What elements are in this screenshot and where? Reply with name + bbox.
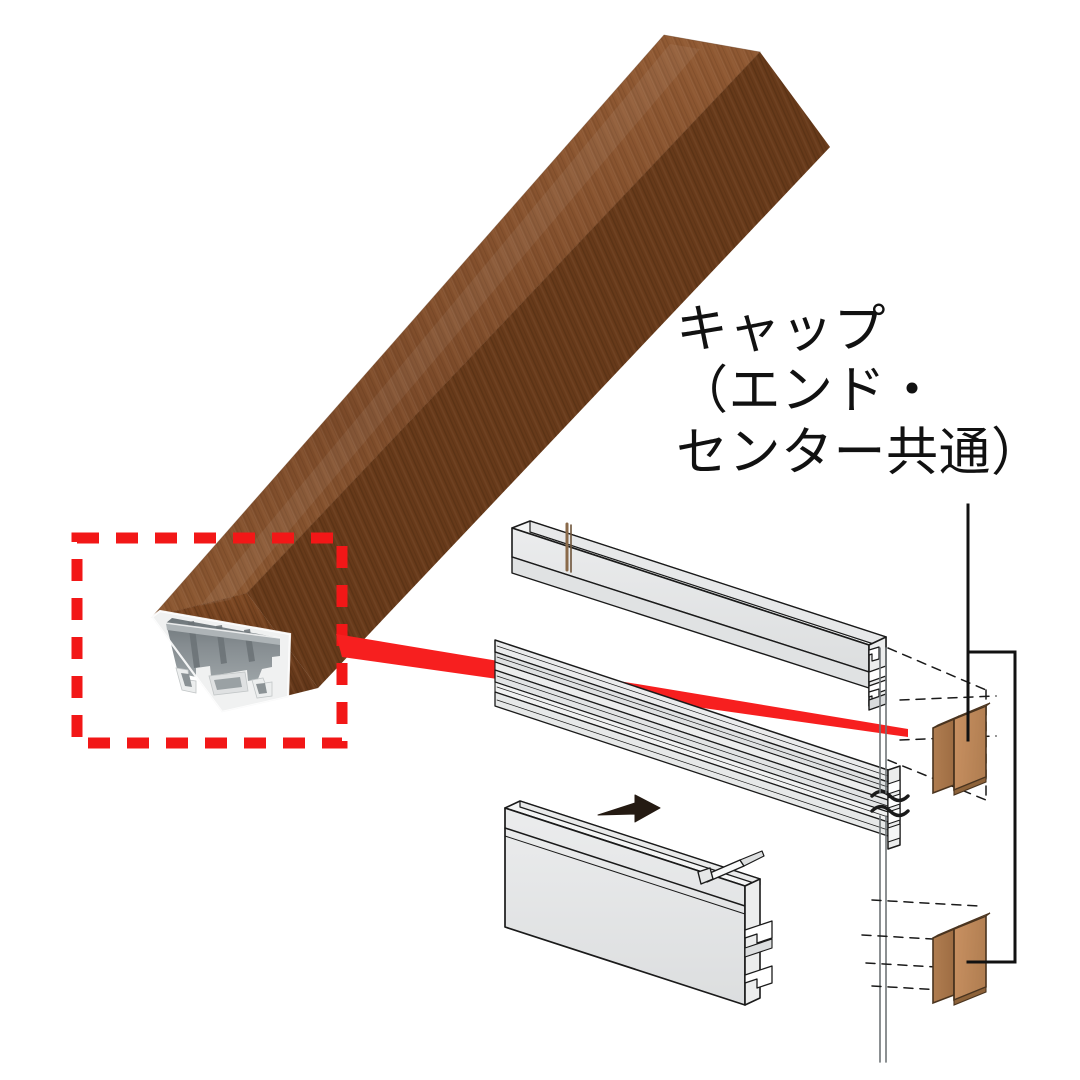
right-groove bbox=[251, 677, 273, 699]
cap-callout-line-2: （エンド・ bbox=[676, 361, 939, 422]
lower-rail-section bbox=[504, 800, 773, 1006]
callout-leader-bracket bbox=[966, 503, 1017, 964]
end-cap-upper bbox=[932, 702, 991, 796]
break-symbol bbox=[870, 789, 910, 818]
middle-rail-section bbox=[494, 639, 901, 850]
cap-callout-line-1: キャップ bbox=[676, 300, 887, 360]
line-art-assembly-diagram bbox=[494, 520, 997, 1063]
woodgrain-rail-beam bbox=[150, 34, 830, 714]
fastener-screw bbox=[697, 850, 765, 885]
section-alignment-line bbox=[879, 647, 887, 1063]
lower-rail-end-profile bbox=[744, 878, 773, 1006]
cap-callout-label: キャップ （エンド・ センター共通） bbox=[676, 300, 1056, 484]
beam-top-highlight bbox=[200, 44, 700, 606]
upper-rail-end-profile bbox=[868, 636, 887, 711]
insert-arrow bbox=[597, 794, 661, 823]
beam-side-face bbox=[247, 52, 830, 688]
left-groove bbox=[175, 667, 197, 694]
upper-rail-section bbox=[511, 520, 887, 711]
cap-callout-line-3: センター共通） bbox=[676, 422, 1044, 483]
middle-rail-end-profile bbox=[887, 765, 901, 850]
end-cap-lower bbox=[932, 912, 991, 1006]
aluminum-extrusion-cross-section bbox=[150, 609, 292, 714]
